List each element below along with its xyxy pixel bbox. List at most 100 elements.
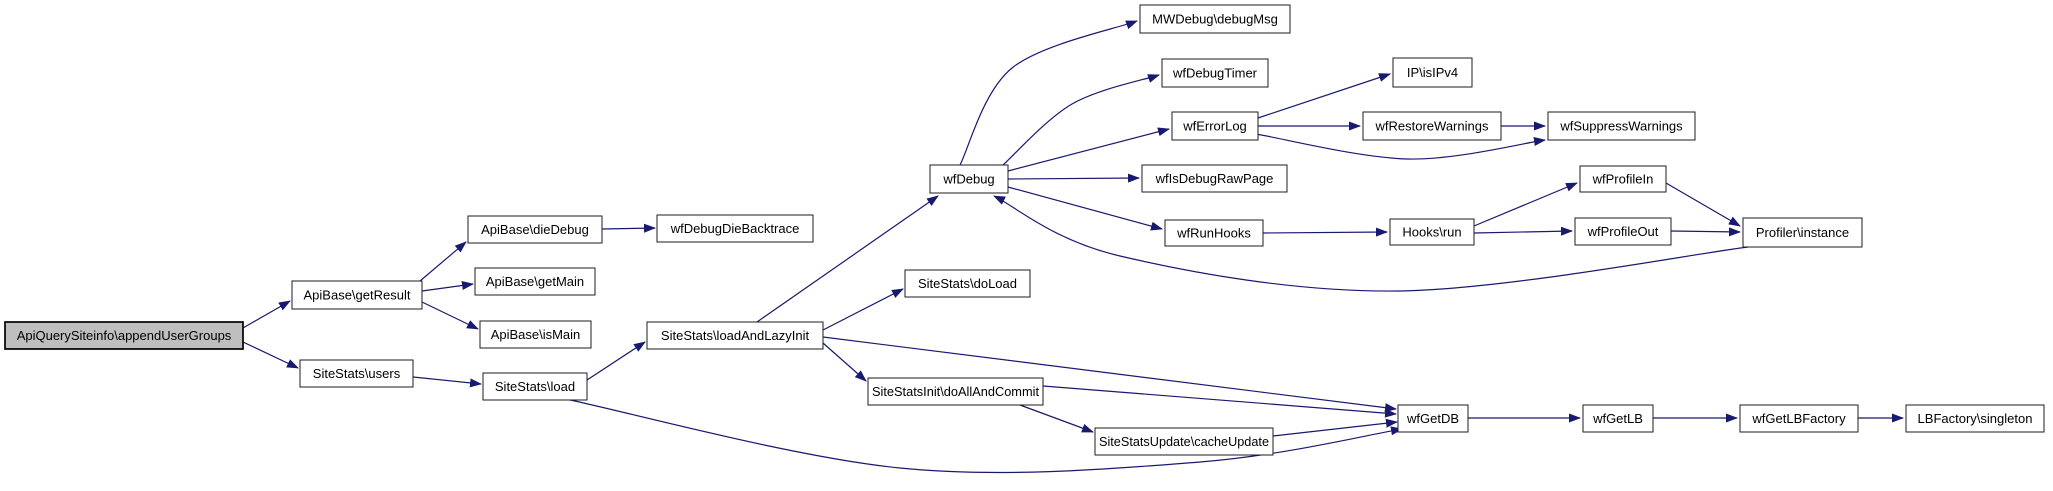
node-hooks-run[interactable]: Hooks\run [1389,218,1475,246]
node-get-main[interactable]: ApiBase\getMain [474,267,596,296]
node-do-all-and-commit[interactable]: SiteStatsInit\doAllAndCommit [867,377,1044,406]
node-wf-suppress-warnings[interactable]: wfSuppressWarnings [1547,111,1696,141]
node-lb-factory-singleton[interactable]: LBFactory\singleton [1905,404,2045,433]
node-box-get-result [291,280,423,310]
node-box-site-stats-load [482,372,588,401]
edge-load-and-lazy-init-to-do-load [822,288,904,331]
edge-append-user-groups-to-get-result [242,300,291,329]
node-label-load-and-lazy-init: SiteStats\loadAndLazyInit [661,328,810,343]
node-wf-profile-in[interactable]: wfProfileIn [1579,165,1667,193]
node-box-ip-is-ipv4 [1392,57,1473,88]
node-box-wf-restore-warnings [1362,111,1502,141]
node-label-get-main: ApiBase\getMain [486,274,584,289]
node-box-wf-run-hooks [1164,219,1264,247]
node-box-wf-get-lb [1582,404,1654,433]
node-box-do-all-and-commit [867,377,1044,406]
edge-site-stats-load-to-load-and-lazy-init [586,341,646,381]
node-label-site-stats-load: SiteStats\load [495,379,575,394]
edge-wf-error-log-to-wf-suppress-warnings [1255,133,1546,160]
node-box-profiler-instance [1742,217,1863,248]
node-label-wf-restore-warnings: wfRestoreWarnings [1375,119,1489,134]
nodes-layer: ApiQuerySiteinfo\appendUserGroups ApiBase… [4,4,2045,456]
node-die-debug[interactable]: ApiBase\dieDebug [467,215,603,244]
node-append-user-groups[interactable]: ApiQuerySiteinfo\appendUserGroups [4,321,244,350]
node-load-and-lazy-init[interactable]: SiteStats\loadAndLazyInit [646,321,824,350]
node-wf-error-log[interactable]: wfErrorLog [1171,111,1259,141]
node-wf-profile-out[interactable]: wfProfileOut [1574,217,1672,246]
node-label-die-debug: ApiBase\dieDebug [481,222,589,237]
edge-hooks-run-to-wf-profile-in [1473,182,1578,227]
edge-load-and-lazy-init-to-wf-get-db [822,336,1397,413]
node-wf-get-lb-factory[interactable]: wfGetLBFactory [1739,404,1859,433]
edge-wf-debug-to-wf-is-debug-raw-page [1007,173,1140,183]
edge-hooks-run-to-wf-profile-out [1473,226,1573,236]
node-wf-get-db[interactable]: wfGetDB [1397,404,1469,433]
node-box-load-and-lazy-init [646,321,824,350]
node-box-hooks-run [1389,218,1475,246]
node-box-mw-debug-msg [1139,4,1291,34]
node-wf-get-lb[interactable]: wfGetLB [1582,404,1654,433]
edge-get-result-to-get-main [421,281,474,292]
node-box-wf-suppress-warnings [1547,111,1696,141]
edge-cache-update-to-wf-get-db [1272,418,1398,437]
node-box-wf-profile-in [1579,165,1667,193]
node-label-hooks-run: Hooks\run [1402,225,1461,240]
node-label-profiler-instance: Profiler\instance [1756,225,1849,240]
node-label-is-main: ApiBase\isMain [491,327,581,342]
edge-wf-error-log-to-ip-is-ipv4 [1257,73,1391,119]
node-wf-is-debug-raw-page[interactable]: wfIsDebugRawPage [1141,164,1288,193]
node-box-get-main [474,267,596,296]
node-label-mw-debug-msg: MWDebug\debugMsg [1152,12,1278,27]
node-label-wf-debug-timer: wfDebugTimer [1172,66,1258,81]
edge-load-and-lazy-init-to-do-all-and-commit [822,342,867,382]
node-label-cache-update: SiteStatsUpdate\cacheUpdate [1099,434,1269,449]
edge-get-result-to-die-debug [419,241,467,282]
node-wf-debug[interactable]: wfDebug [929,164,1009,194]
node-cache-update[interactable]: SiteStatsUpdate\cacheUpdate [1094,427,1274,456]
node-label-wf-get-lb-factory: wfGetLBFactory [1751,411,1846,426]
edge-wf-debug-to-wf-debug-timer [1001,74,1160,167]
edges-layer [242,20,1904,474]
node-label-ip-is-ipv4: IP\isIPv4 [1407,65,1458,80]
node-wf-restore-warnings[interactable]: wfRestoreWarnings [1362,111,1502,141]
edge-wf-debug-to-wf-error-log [1007,127,1170,172]
node-ip-is-ipv4[interactable]: IP\isIPv4 [1392,57,1473,88]
node-profiler-instance[interactable]: Profiler\instance [1742,217,1863,248]
edge-wf-debug-to-wf-run-hooks [1007,186,1163,231]
edge-append-user-groups-to-site-stats-users [242,341,299,369]
node-box-do-load [904,269,1031,298]
node-label-wf-debug-die-backtrace: wfDebugDieBacktrace [670,221,800,236]
node-site-stats-load[interactable]: SiteStats\load [482,372,588,401]
node-label-do-all-and-commit: SiteStatsInit\doAllAndCommit [872,384,1039,399]
node-mw-debug-msg[interactable]: MWDebug\debugMsg [1139,4,1291,34]
node-label-wf-error-log: wfErrorLog [1182,119,1247,134]
edge-profiler-instance-to-wf-debug [993,195,1749,292]
node-box-wf-is-debug-raw-page [1141,164,1288,193]
node-label-wf-get-lb: wfGetLB [1592,411,1643,426]
edge-wf-profile-out-to-profiler-instance [1670,227,1741,237]
node-box-is-main [479,320,592,349]
node-label-get-result: ApiBase\getResult [304,288,411,303]
edge-load-and-lazy-init-to-wf-debug [756,195,939,323]
node-do-load[interactable]: SiteStats\doLoad [904,269,1031,298]
node-wf-run-hooks[interactable]: wfRunHooks [1164,219,1264,247]
node-site-stats-users[interactable]: SiteStats\users [299,359,414,388]
node-box-wf-error-log [1171,111,1259,141]
node-label-wf-get-db: wfGetDB [1406,411,1459,426]
node-get-result[interactable]: ApiBase\getResult [291,280,423,310]
edge-wf-profile-in-to-profiler-instance [1665,182,1741,227]
node-is-main[interactable]: ApiBase\isMain [479,320,592,349]
edge-do-all-and-commit-to-cache-update [1019,404,1094,433]
node-wf-debug-timer[interactable]: wfDebugTimer [1161,58,1269,88]
node-box-wf-debug-die-backtrace [656,214,814,243]
node-box-die-debug [467,215,603,244]
node-wf-debug-die-backtrace[interactable]: wfDebugDieBacktrace [656,214,814,243]
node-label-wf-profile-out: wfProfileOut [1587,224,1659,239]
node-box-lb-factory-singleton [1905,404,2045,433]
edge-wf-run-hooks-to-hooks-run [1262,227,1388,237]
node-box-wf-debug [929,164,1009,194]
node-label-wf-profile-in: wfProfileIn [1592,172,1654,187]
node-box-wf-get-lb-factory [1739,404,1859,433]
